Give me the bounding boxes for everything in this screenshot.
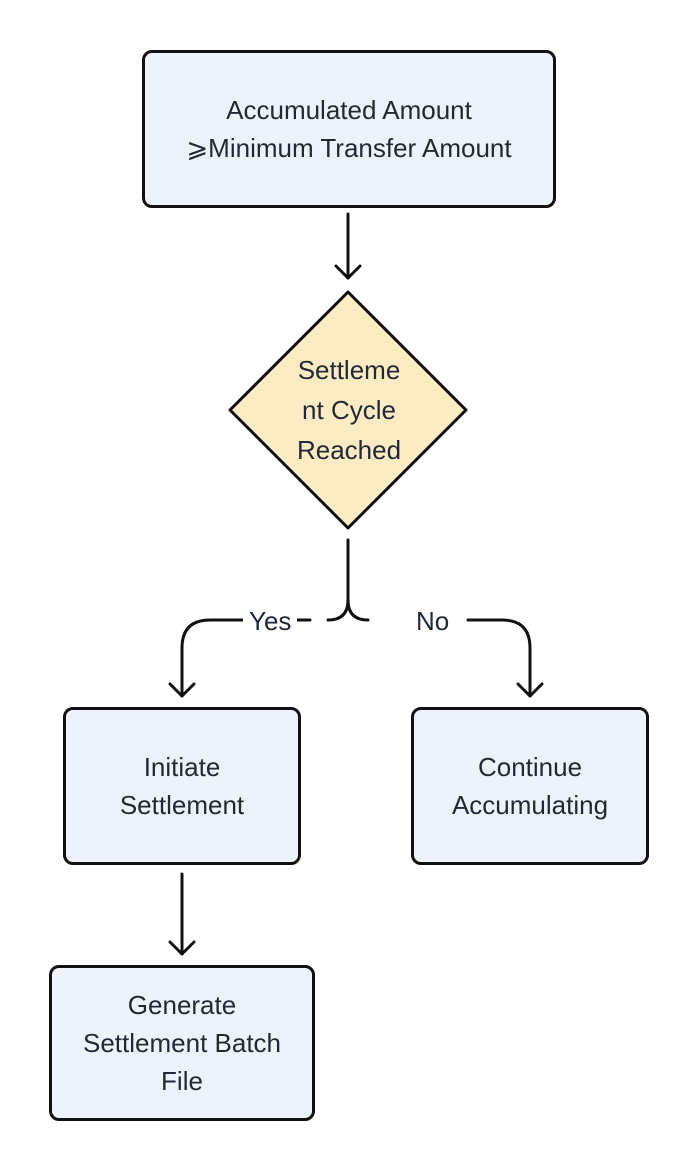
continue-accumulating-label: Continue Accumulating xyxy=(451,752,609,820)
yes-label: Yes xyxy=(243,606,298,636)
arrow-to-decision xyxy=(334,212,362,280)
decision-stem xyxy=(326,538,370,622)
arrow-to-generate xyxy=(168,872,196,956)
no-branch-arrow xyxy=(466,618,544,698)
no-label: No xyxy=(410,606,456,636)
settlement-cycle-label: Settleme nt Cycle Reached xyxy=(296,355,402,465)
accumulated-amount-node: Accumulated Amount ⩾Minimum Transfer Amo… xyxy=(142,50,556,208)
decision-diamond xyxy=(228,290,468,530)
continue-accumulating-node: Continue Accumulating xyxy=(411,707,649,865)
generate-batch-file-node: Generate Settlement Batch File xyxy=(49,965,315,1121)
yes-branch-arrow xyxy=(168,618,312,698)
initiate-settlement-label: Initiate Settlement xyxy=(119,752,245,820)
initiate-settlement-node: Initiate Settlement xyxy=(63,707,301,865)
generate-batch-file-label: Generate Settlement Batch File xyxy=(83,990,281,1096)
accumulated-amount-label: Accumulated Amount ⩾Minimum Transfer Amo… xyxy=(186,95,512,163)
